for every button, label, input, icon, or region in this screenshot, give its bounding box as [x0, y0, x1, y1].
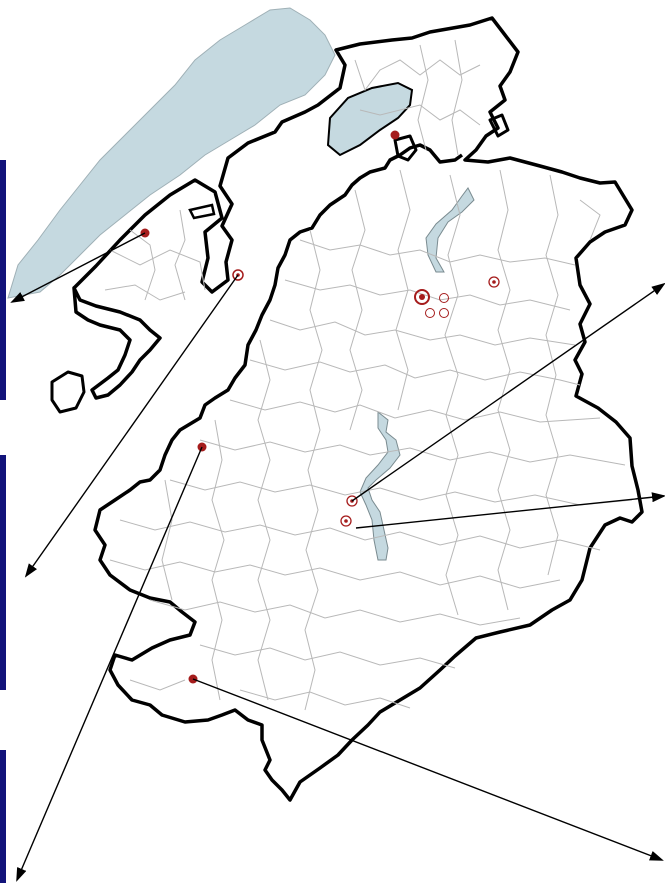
enclave-north-2 [488, 113, 510, 138]
marker-ring-large [414, 289, 430, 305]
arrow-3 [16, 446, 203, 882]
region-border-west [72, 286, 162, 400]
lake-reservoir-north [425, 187, 475, 273]
side-bar-3 [0, 750, 6, 883]
marker-ring [340, 515, 352, 527]
marker-ring [488, 276, 500, 288]
arrow-1 [10, 232, 146, 303]
arrow-5 [355, 492, 665, 529]
lake-reservoir-central [359, 410, 401, 561]
lake-large [7, 7, 336, 299]
region-border [72, 16, 644, 802]
markers [140, 130, 500, 684]
enclave-north-1 [393, 134, 418, 162]
side-bar-1 [0, 160, 6, 400]
marker-dot [390, 130, 400, 140]
marker-open-circle [425, 293, 449, 318]
arrow-2 [24, 274, 239, 578]
arrow-6 [192, 678, 664, 861]
side-bar-2 [0, 455, 6, 690]
enclave-west [50, 370, 86, 414]
arrow-4 [351, 282, 665, 502]
lake-north [326, 81, 414, 157]
arrows [10, 232, 665, 882]
enclave-small [188, 203, 216, 220]
